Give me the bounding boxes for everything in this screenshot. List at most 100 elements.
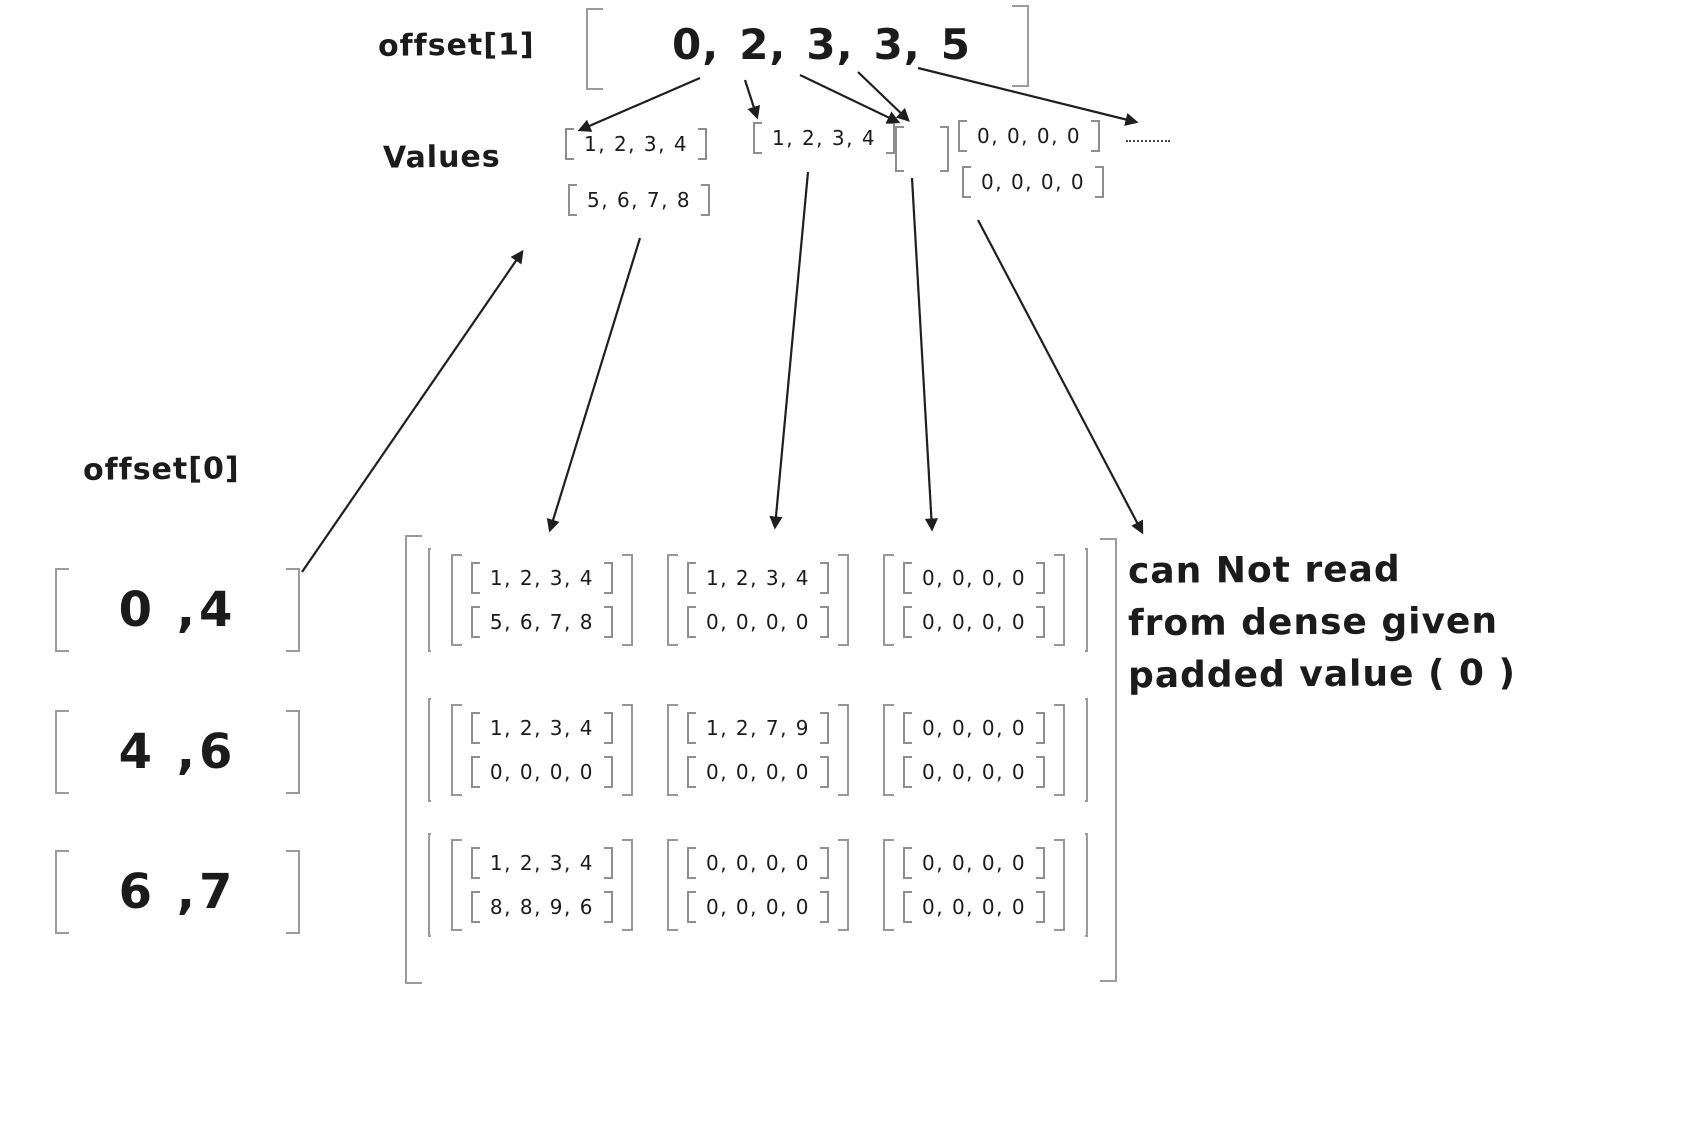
bracket-right	[820, 606, 830, 638]
values-vector: 5, 6, 7, 8	[568, 184, 711, 216]
vector-values: 0, 0, 0, 0	[922, 760, 1027, 784]
matrix-row: 1, 2, 3, 4	[470, 847, 613, 879]
annotation-line: can Not read	[1127, 549, 1401, 592]
bracket-right	[940, 126, 949, 172]
offset0-values: 0 ,4	[118, 582, 237, 638]
arrow-offset1-3b-to-values3	[857, 71, 910, 122]
bracket-left	[883, 839, 895, 931]
bracket-left	[666, 839, 678, 931]
vector-values: 0, 0, 0, 0	[977, 124, 1082, 148]
bracket-right	[621, 554, 633, 646]
bracket-right	[701, 184, 711, 216]
dense-block-2-2: 0, 0, 0, 0 0, 0, 0, 0	[883, 839, 1066, 931]
bracket-left	[958, 120, 967, 152]
arrow-offset1-3a-to-values3	[799, 74, 901, 124]
bracket-left	[686, 562, 696, 594]
bracket-left	[686, 606, 696, 638]
offset1-value: 3,	[873, 20, 921, 69]
vector-values: 1, 2, 3, 4	[772, 126, 877, 150]
bracket-left	[428, 548, 431, 652]
offset1-label: offset[1]	[377, 27, 535, 64]
bracket-left	[962, 166, 971, 198]
bracket-right	[1054, 839, 1066, 931]
bracket-right	[698, 128, 708, 160]
dense-row: 1, 2, 3, 4 0, 0, 0, 0 1, 2, 7, 9 0, 0, 0…	[428, 698, 1088, 802]
values-vector: 0, 0, 0, 0	[962, 166, 1105, 198]
vector-values: 0, 0, 0, 0	[705, 895, 811, 919]
bracket-left	[666, 704, 678, 796]
ellipsis-dots	[1126, 140, 1170, 142]
vector-values: 1, 2, 3, 4	[489, 566, 594, 590]
bracket-left	[470, 606, 480, 638]
matrix-row: 0, 0, 0, 0	[686, 847, 830, 879]
bracket-right	[603, 606, 613, 638]
bracket-left	[450, 704, 462, 796]
arrow-values1-to-dense	[546, 237, 642, 533]
bracket-right	[603, 712, 613, 744]
matrix-row: 8, 8, 9, 6	[470, 891, 613, 923]
bracket-left	[55, 850, 69, 934]
bracket-right	[820, 847, 830, 879]
bracket-right	[1012, 5, 1029, 87]
matrix-row: 0, 0, 0, 0	[903, 756, 1046, 788]
matrix-row: 0, 0, 0, 0	[903, 606, 1046, 638]
matrix-row: 0, 0, 0, 0	[903, 847, 1046, 879]
arrow-values4-to-dense	[977, 219, 1144, 535]
vector-values: 1, 2, 3, 4	[705, 566, 811, 590]
bracket-right	[1054, 704, 1066, 796]
bracket-left	[883, 704, 895, 796]
bracket-left	[470, 712, 480, 744]
vector-values: 0, 0, 0, 0	[922, 566, 1027, 590]
vector-values: 0, 0, 0, 0	[705, 851, 811, 875]
bracket-left	[470, 562, 480, 594]
vector-values: 0, 0, 0, 0	[922, 851, 1027, 875]
vector-values: 0, 0, 0, 0	[489, 760, 594, 784]
vector-values: 0, 0, 0, 0	[922, 895, 1027, 919]
bracket-left	[586, 8, 603, 90]
matrix-row: 0, 0, 0, 0	[686, 891, 830, 923]
bracket-left	[470, 891, 480, 923]
bracket-left	[686, 847, 696, 879]
vector-values: 1, 2, 7, 9	[705, 716, 811, 740]
dense-outer-bracket-right	[1100, 538, 1117, 982]
bracket-right	[621, 704, 633, 796]
dense-row: 1, 2, 3, 4 5, 6, 7, 8 1, 2, 3, 4 0, 0, 0…	[428, 548, 1088, 652]
matrix-row: 0, 0, 0, 0	[903, 712, 1046, 744]
bracket-left	[470, 847, 480, 879]
matrix-row: 0, 0, 0, 0	[686, 756, 830, 788]
vector-values: 8, 8, 9, 6	[489, 895, 594, 919]
bracket-left	[903, 891, 913, 923]
bracket-left	[428, 698, 431, 802]
bracket-right	[603, 562, 613, 594]
bracket-left	[470, 756, 480, 788]
dense-block-1-0: 1, 2, 3, 4 0, 0, 0, 0	[450, 704, 633, 796]
bracket-right	[838, 839, 850, 931]
offset0-label: offset[0]	[82, 451, 240, 488]
vector-values: 0, 0, 0, 0	[705, 760, 811, 784]
dense-block-0-2: 0, 0, 0, 0 0, 0, 0, 0	[883, 554, 1066, 646]
matrix-row: 0, 0, 0, 0	[903, 891, 1046, 923]
offset1-value: 5	[940, 20, 971, 69]
dense-block-0-1: 1, 2, 3, 4 0, 0, 0, 0	[666, 554, 850, 646]
matrix-row: 1, 2, 3, 4	[686, 562, 830, 594]
bracket-right	[603, 847, 613, 879]
arrow-values2-to-dense	[769, 171, 810, 530]
bracket-right	[1036, 712, 1046, 744]
dense-block-2-0: 1, 2, 3, 4 8, 8, 9, 6	[450, 839, 633, 931]
bracket-left	[686, 891, 696, 923]
arrow-offset1-2-to-values2	[743, 79, 761, 120]
bracket-right	[820, 756, 830, 788]
dense-block-0-0: 1, 2, 3, 4 5, 6, 7, 8	[450, 554, 633, 646]
bracket-left	[450, 839, 462, 931]
bracket-left	[55, 568, 69, 652]
vector-values: 0, 0, 0, 0	[981, 170, 1086, 194]
bracket-right	[820, 562, 830, 594]
bracket-right	[286, 568, 300, 652]
vector-values: 0, 0, 0, 0	[922, 610, 1027, 634]
bracket-left	[666, 554, 678, 646]
values-vector: 0, 0, 0, 0	[958, 120, 1101, 152]
matrix-row: 1, 2, 3, 4	[470, 562, 613, 594]
offset1-value: 2,	[739, 20, 787, 69]
offset0-values: 6 ,7	[118, 864, 237, 920]
bracket-right	[1085, 698, 1088, 802]
